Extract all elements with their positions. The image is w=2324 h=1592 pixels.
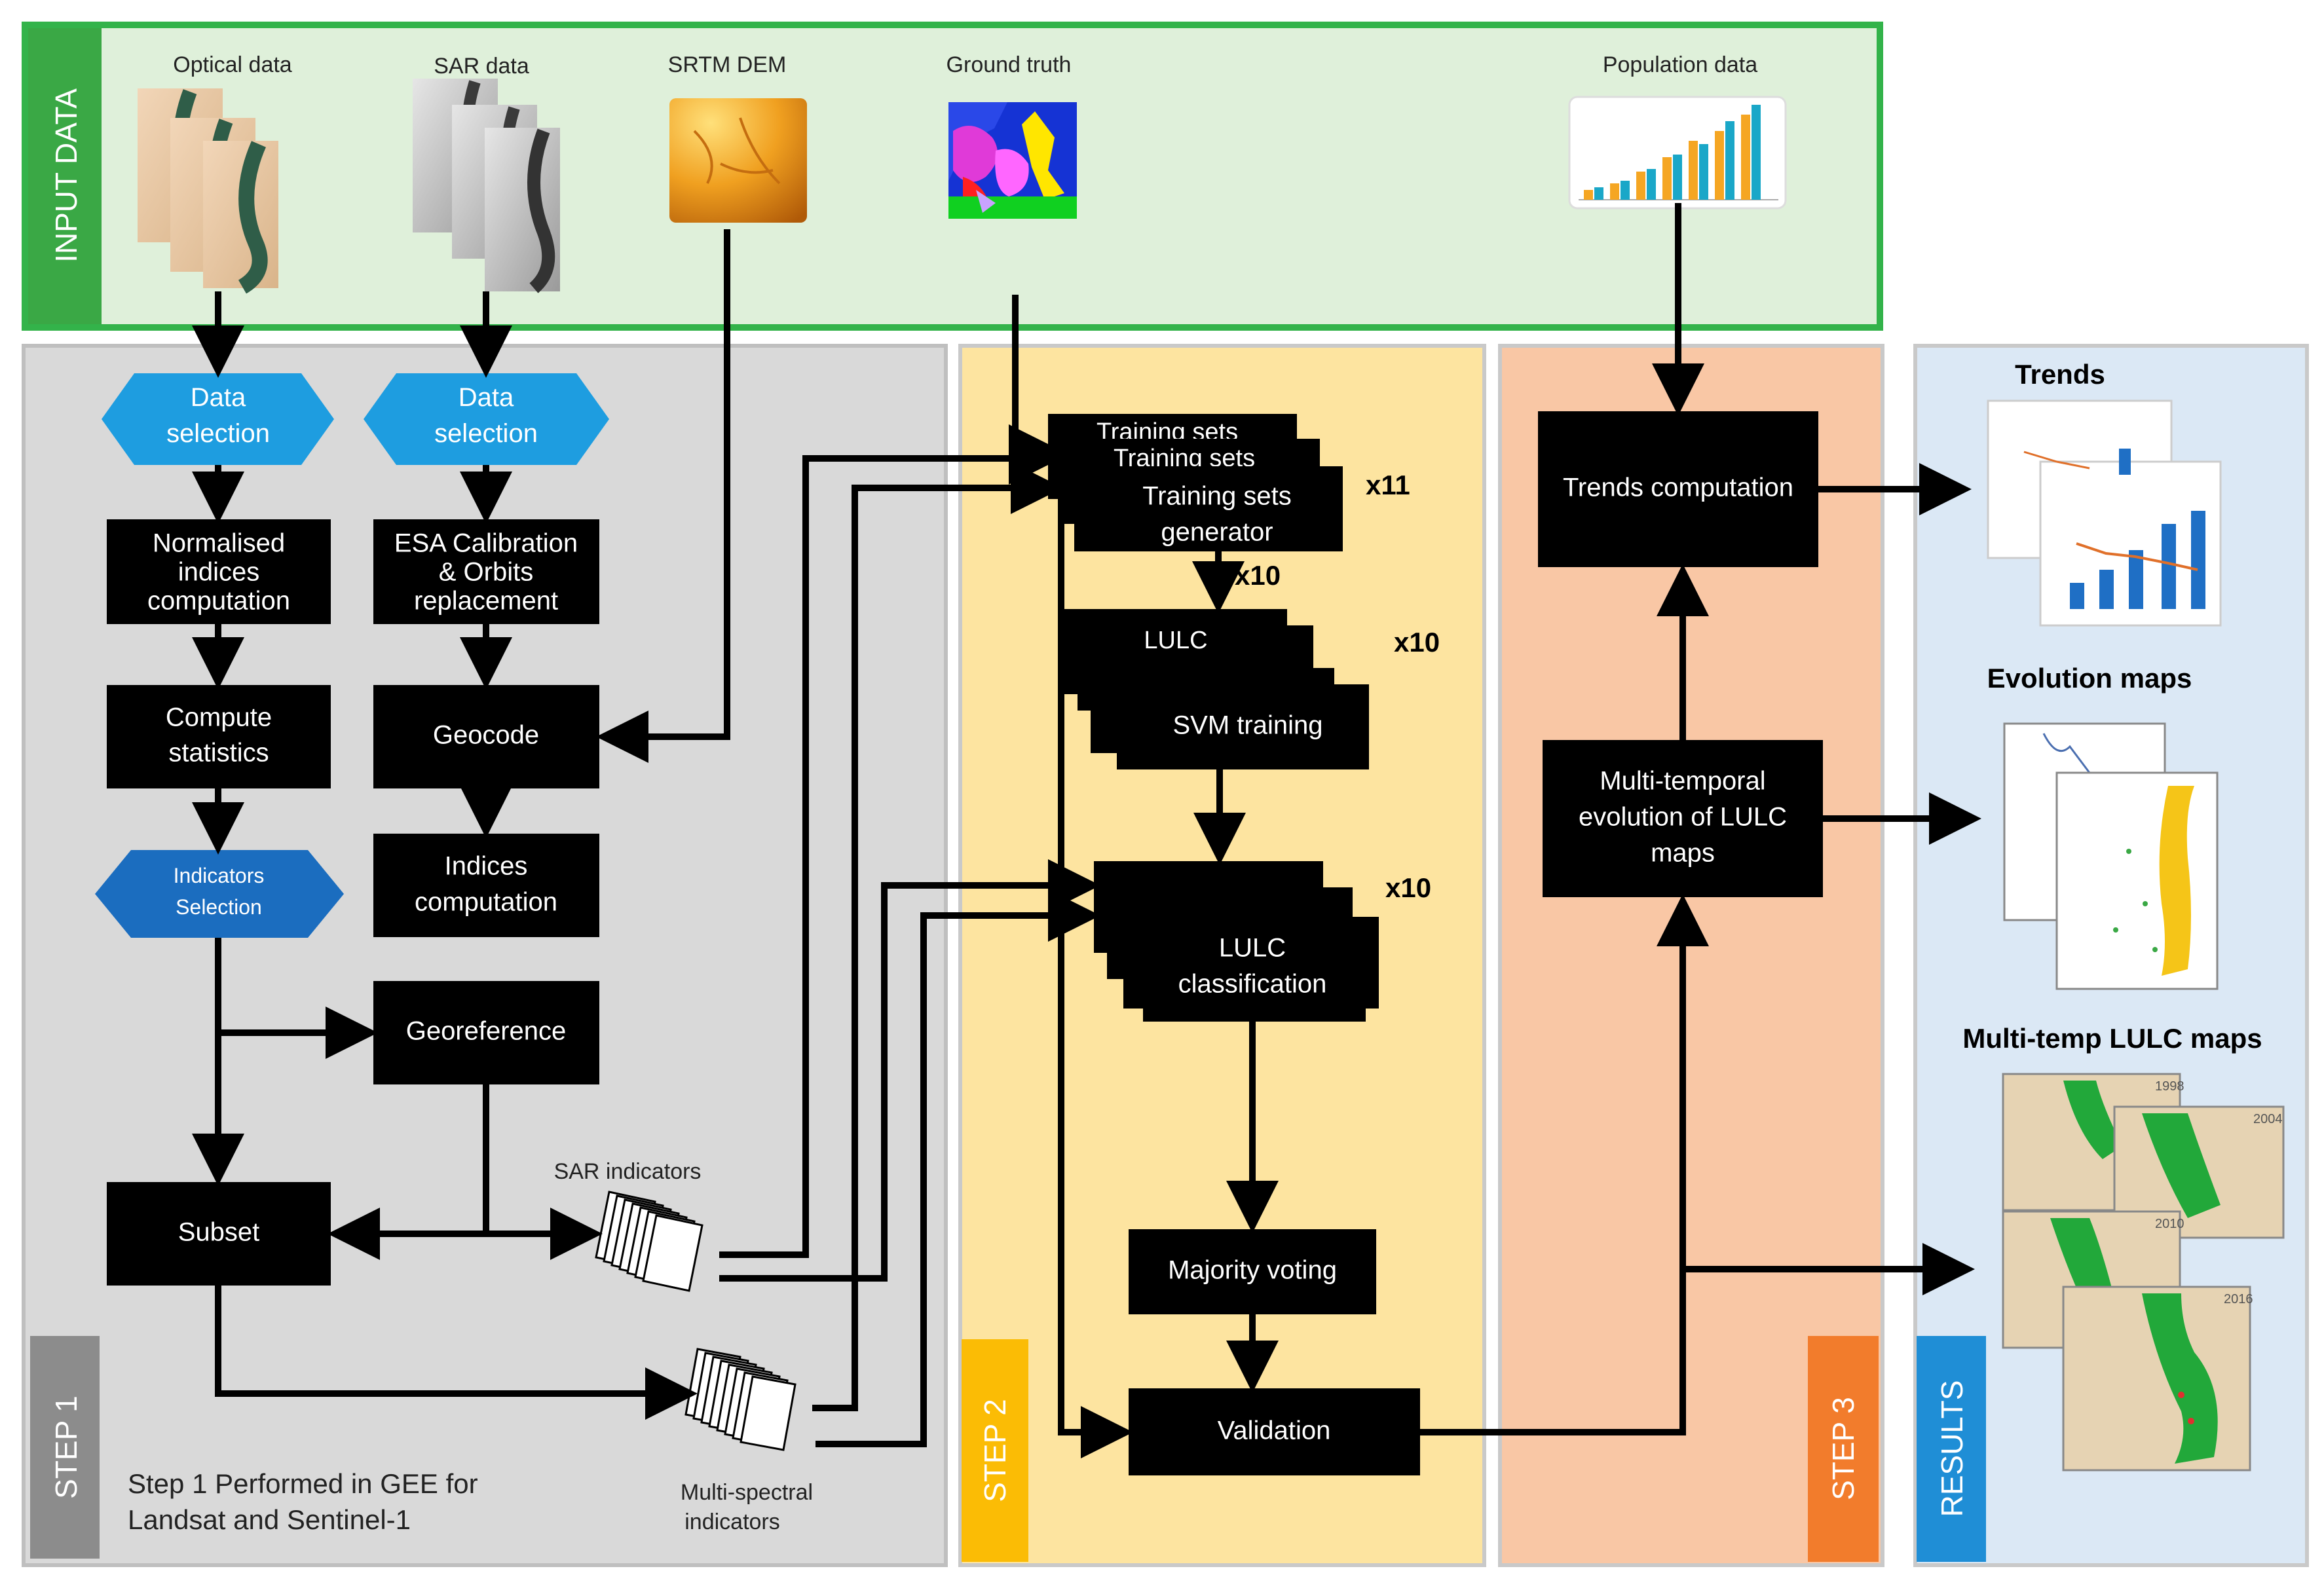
map-year-4: 2016: [2224, 1292, 2253, 1306]
sar-indicators-label: SAR indicators: [554, 1159, 702, 1184]
population-data: Population data: [1568, 52, 1787, 210]
multispectral-label-line2: indicators: [684, 1509, 780, 1534]
trends-chart-thumbnail: [1987, 399, 2222, 627]
step1-label: STEP 1: [49, 1396, 83, 1499]
optical-data: Optical data: [138, 52, 292, 294]
compute-statistics-line1: Compute: [166, 703, 272, 732]
optical-stack-image: [138, 88, 278, 294]
georeference-node: Georeference: [373, 981, 599, 1084]
data-selection-sar-line1: Data: [459, 383, 514, 412]
lulc-line1: LULC: [1219, 934, 1286, 963]
multispectral-indicators: Multi-spectral indicators: [681, 1348, 813, 1534]
population-label: Population data: [1603, 52, 1757, 77]
compute-statistics-node: Compute statistics: [107, 685, 331, 788]
svm-training-node: LULC SVM training: [1061, 609, 1369, 769]
geocode-label: Geocode: [433, 721, 539, 750]
data-selection-sar: Data selection: [364, 373, 609, 465]
dem-label: SRTM DEM: [668, 52, 787, 77]
multispectral-label-line1: Multi-spectral: [681, 1480, 813, 1505]
indices-computation-line1: Indices: [445, 852, 528, 881]
step1-tab: STEP 1: [30, 1336, 100, 1559]
x10-label-a: x10: [1235, 560, 1281, 591]
step1-note: Step 1 Performed in GEE for Landsat and …: [128, 1468, 478, 1535]
majority-voting-node: Majority voting: [1129, 1229, 1376, 1314]
indices-computation-node: Indices computation: [373, 834, 599, 937]
evolution-maps-thumbnail: [2003, 722, 2219, 990]
map-year-2: 2004: [2253, 1112, 2283, 1126]
srtm-dem: SRTM DEM: [668, 52, 807, 223]
lulc-line2: classification: [1178, 970, 1327, 999]
subset-label: Subset: [178, 1218, 260, 1247]
multispectral-stack-icon: [684, 1348, 797, 1451]
dem-image: [669, 98, 807, 223]
map-year-1: 1998: [2155, 1079, 2184, 1094]
multi-temporal-line1: Multi-temporal: [1600, 767, 1765, 796]
x11-label: x11: [1366, 470, 1410, 500]
results-label: RESULTS: [1935, 1380, 1969, 1517]
sar-data: SAR data: [413, 54, 560, 293]
step1-note-line2: Landsat and Sentinel-1: [128, 1504, 411, 1535]
sar-indicators: SAR indicators: [554, 1159, 703, 1292]
indicators-selection: Indicators Selection: [95, 850, 344, 938]
trends-computation-label: Trends computation: [1563, 473, 1793, 502]
validation-node: Validation: [1129, 1388, 1420, 1475]
lulc-classification-node: LULC classification: [1094, 861, 1379, 1022]
svm-back-label: LULC: [1144, 627, 1207, 654]
majority-label: Majority voting: [1168, 1256, 1337, 1285]
training-sets-generator-node: Training sets Training sets Training set…: [1048, 414, 1343, 551]
sar-label: SAR data: [434, 54, 529, 79]
normalised-indices-line1: Normalised: [153, 529, 285, 558]
multi-temporal-node: Multi-temporal evolution of LULC maps: [1543, 740, 1823, 897]
subset-node: Subset: [107, 1182, 331, 1286]
results-evolution-title: Evolution maps: [1987, 663, 2192, 694]
step2-tab: STEP 2: [962, 1339, 1028, 1562]
geocode-node: Geocode: [373, 685, 599, 788]
training-line2: generator: [1161, 518, 1273, 547]
x10-label-c: x10: [1385, 872, 1431, 903]
georeference-label: Georeference: [406, 1017, 567, 1046]
validation-label: Validation: [1218, 1416, 1331, 1445]
ground-label: Ground truth: [946, 52, 1072, 77]
ground-truth-image: [948, 102, 1077, 219]
esa-calibration-line2: & Orbits: [439, 558, 533, 587]
step3-tab: STEP 3: [1808, 1336, 1879, 1562]
trends-computation-node: Trends computation: [1538, 411, 1818, 567]
normalised-indices-node: Normalised indices computation: [107, 519, 331, 624]
esa-calibration-node: ESA Calibration & Orbits replacement: [373, 519, 599, 624]
indicators-selection-line2: Selection: [176, 895, 262, 919]
map-year-3: 2010: [2155, 1217, 2184, 1231]
multi-temporal-line2: evolution of LULC: [1579, 803, 1787, 832]
population-chart-image: [1568, 96, 1787, 210]
step1-note-line1: Step 1 Performed in GEE for: [128, 1468, 478, 1499]
data-selection-sar-line2: selection: [434, 419, 538, 448]
multitemp-maps-thumbnail: 1998 2004 2010 2016: [2002, 1073, 2285, 1472]
svm-label: SVM training: [1173, 711, 1323, 740]
indicators-selection-line1: Indicators: [174, 864, 265, 887]
connectors: [192, 203, 1981, 1458]
data-selection-optical-line2: selection: [166, 419, 270, 448]
esa-calibration-line1: ESA Calibration: [394, 529, 578, 558]
normalised-indices-line3: computation: [147, 587, 290, 616]
input-title: INPUT DATA: [49, 88, 83, 263]
optical-label: Optical data: [173, 52, 292, 77]
sar-stack-image: [413, 79, 560, 293]
indices-computation-line2: computation: [415, 888, 557, 917]
compute-statistics-line2: statistics: [168, 739, 269, 768]
multi-temporal-line3: maps: [1651, 839, 1715, 868]
results-tab: RESULTS: [1917, 1336, 1986, 1562]
normalised-indices-line2: indices: [178, 558, 260, 587]
x10-label-b: x10: [1394, 627, 1440, 657]
step2-label: STEP 2: [978, 1399, 1012, 1502]
data-selection-optical-line1: Data: [191, 383, 246, 412]
training-line1: Training sets: [1142, 482, 1292, 511]
results-trends-title: Trends: [2015, 359, 2105, 390]
results-multitemp-title: Multi-temp LULC maps: [1962, 1023, 2262, 1054]
esa-calibration-line3: replacement: [414, 587, 558, 616]
step3-label: STEP 3: [1826, 1397, 1860, 1500]
sar-indicators-stack-icon: [595, 1191, 703, 1292]
ground-truth: Ground truth: [946, 52, 1077, 219]
data-selection-optical: Data selection: [102, 373, 334, 465]
